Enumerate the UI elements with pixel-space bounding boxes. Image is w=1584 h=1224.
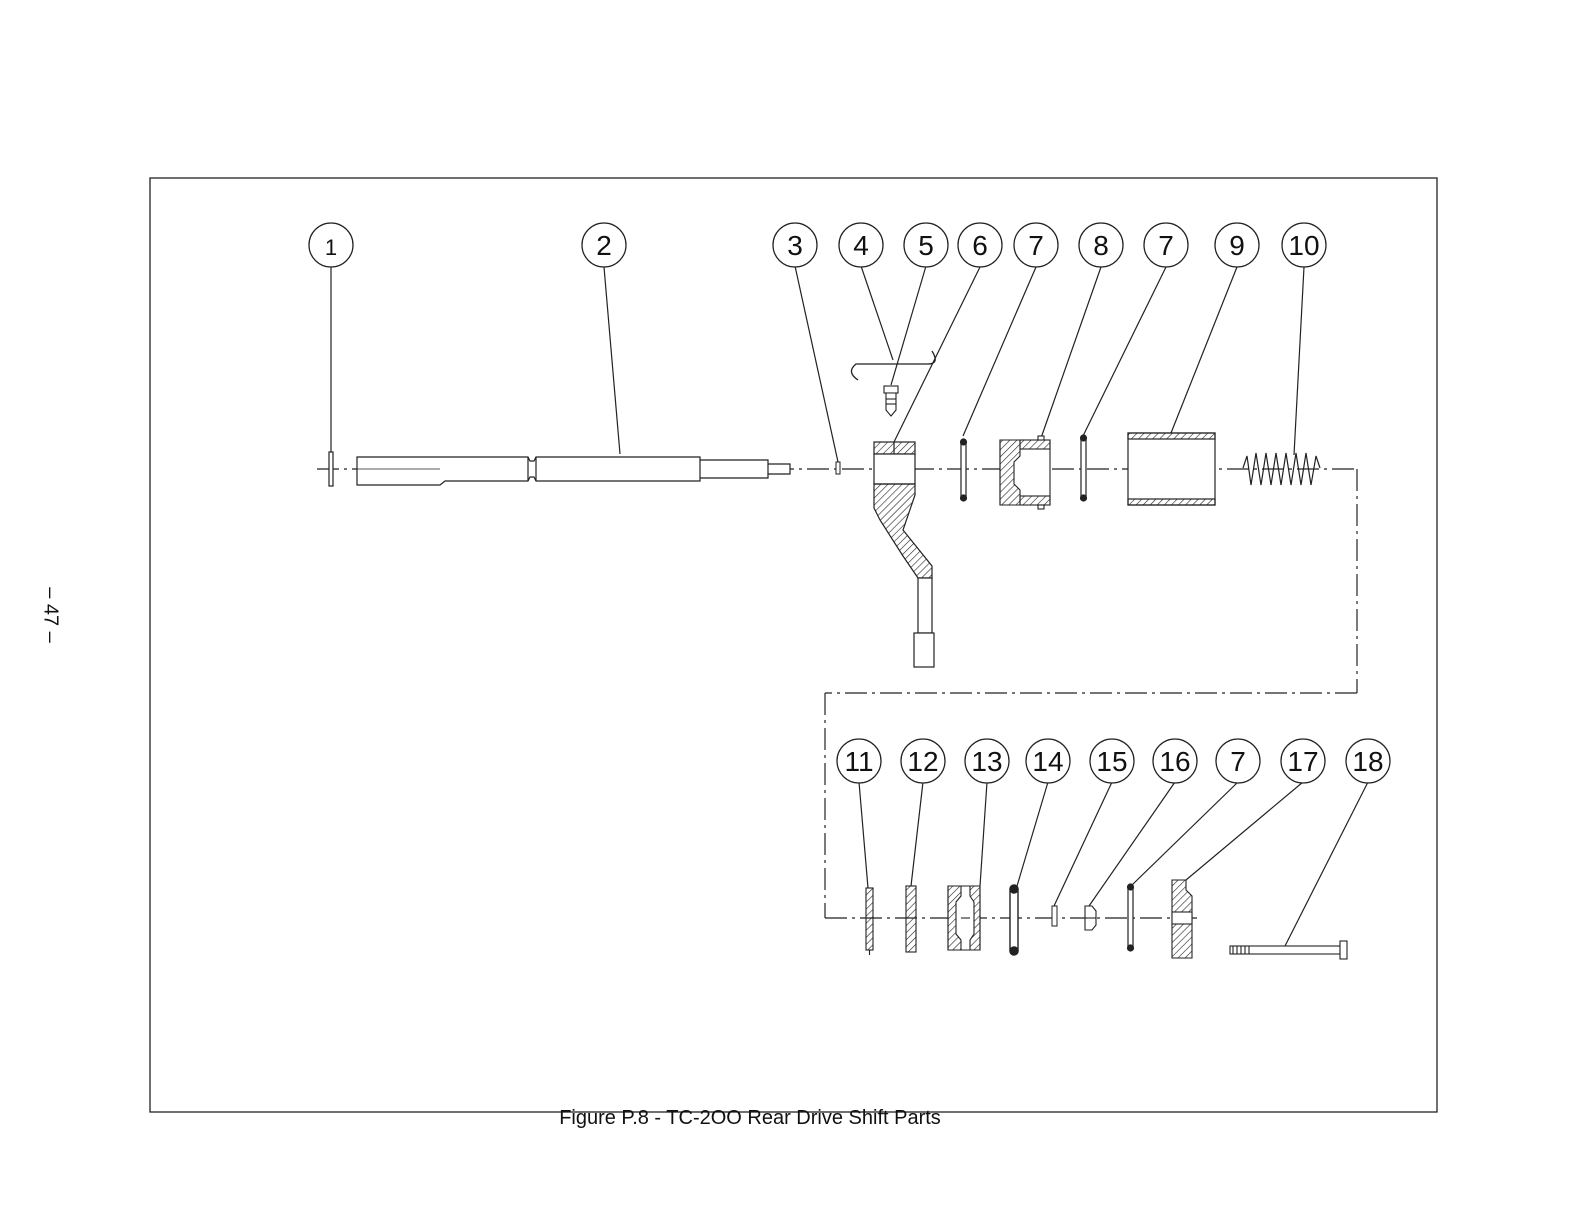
callout-label: 13 xyxy=(971,746,1002,777)
callout-label: 3 xyxy=(787,230,803,261)
part-1-washer xyxy=(328,451,334,487)
part-14-o-ring xyxy=(1009,884,1019,956)
part-12-spacer xyxy=(905,885,917,953)
callout-label: 10 xyxy=(1288,230,1319,261)
part-10-spring xyxy=(1242,452,1321,486)
leader-lines xyxy=(330,265,1369,947)
callout-label: 9 xyxy=(1229,230,1245,261)
part-8-bushing xyxy=(999,435,1051,510)
callout-18: 18 xyxy=(1345,738,1391,784)
part-7-o-ring xyxy=(959,438,968,502)
figure-caption: Figure P.8 - TC-2OO Rear Drive Shift Par… xyxy=(559,1107,941,1129)
callout-label: 17 xyxy=(1287,746,1318,777)
part-11-retaining-ring xyxy=(865,887,874,955)
part-6-shift-fork xyxy=(873,441,935,668)
callout-1: 1 xyxy=(308,222,354,268)
part-3-pin xyxy=(835,461,841,475)
callout-label: 7 xyxy=(1230,746,1246,777)
callout-label: 7 xyxy=(1158,230,1174,261)
callout-6: 6 xyxy=(957,222,1003,268)
part-5-screw xyxy=(883,385,899,417)
part-16-nut xyxy=(1084,905,1097,931)
callout-10: 10 xyxy=(1281,222,1327,268)
callout-13: 13 xyxy=(964,738,1010,784)
part-17-end-cap xyxy=(1171,879,1193,959)
callout-3: 3 xyxy=(772,222,818,268)
callout-7: 7 xyxy=(1143,222,1189,268)
part-13-piston xyxy=(947,885,981,951)
callout-16: 16 xyxy=(1152,738,1198,784)
callout-8: 8 xyxy=(1078,222,1124,268)
callout-17: 17 xyxy=(1280,738,1326,784)
callout-7: 7 xyxy=(1013,222,1059,268)
callout-9: 9 xyxy=(1214,222,1260,268)
part-2-shift-shaft xyxy=(356,456,791,486)
callout-7: 7 xyxy=(1215,738,1261,784)
part-4-spring-clip xyxy=(850,350,936,381)
callout-label: 11 xyxy=(844,746,873,777)
callout-15: 15 xyxy=(1089,738,1135,784)
part-7-o-ring xyxy=(1126,883,1135,952)
part-7-o-ring xyxy=(1079,434,1088,502)
callout-label: 2 xyxy=(596,230,612,261)
assembly-centerline xyxy=(317,468,1358,919)
callout-5: 5 xyxy=(903,222,949,268)
callout-label: 15 xyxy=(1096,746,1127,777)
callout-label: 18 xyxy=(1352,746,1383,777)
part-18-bolt xyxy=(1229,940,1348,960)
callout-14: 14 xyxy=(1025,738,1071,784)
callout-12: 12 xyxy=(900,738,946,784)
callout-label: 1 xyxy=(325,235,337,260)
callout-label: 5 xyxy=(918,230,934,261)
callout-label: 14 xyxy=(1032,746,1063,777)
callout-label: 7 xyxy=(1028,230,1044,261)
callout-2: 2 xyxy=(581,222,627,268)
callout-4: 4 xyxy=(838,222,884,268)
callout-label: 6 xyxy=(972,230,988,261)
callout-label: 4 xyxy=(853,230,869,261)
callout-label: 8 xyxy=(1093,230,1109,261)
part-9-sleeve xyxy=(1127,432,1216,506)
callout-label: 12 xyxy=(907,746,938,777)
callout-11: 11 xyxy=(836,738,882,784)
callout-label: 16 xyxy=(1159,746,1190,777)
diagram-frame xyxy=(149,177,1438,1113)
part-15-shim xyxy=(1051,905,1058,927)
